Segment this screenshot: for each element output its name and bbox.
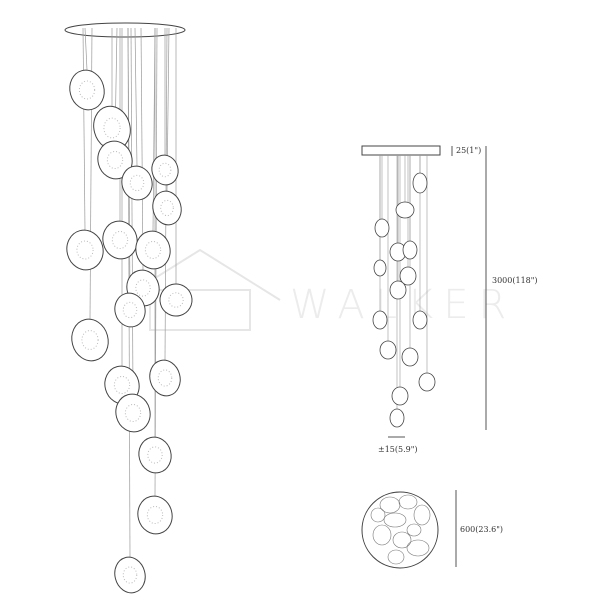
glass-pendant	[97, 140, 133, 180]
dimension-lines	[388, 146, 487, 567]
pendant-texture	[124, 403, 142, 423]
pendant-texture	[168, 292, 184, 308]
canopy-diameter-label: 600(23.6")	[460, 525, 504, 534]
pendant-texture	[113, 375, 131, 395]
pendant-texture	[144, 240, 162, 260]
pendant-texture	[111, 230, 129, 250]
pendant-texture	[76, 240, 94, 260]
glass-pendant	[71, 318, 109, 362]
pendant-outline	[387, 549, 405, 565]
total-height-label: 3000(118")	[492, 276, 538, 285]
glass-pendant	[395, 201, 415, 219]
glass-pendant	[135, 230, 171, 270]
pendant-outline	[372, 524, 392, 546]
pendant-outline	[392, 531, 412, 549]
pendant-texture	[160, 199, 174, 217]
glass-pendant	[121, 165, 153, 201]
glass-pendant	[389, 280, 407, 300]
suspension-wire	[130, 27, 134, 395]
glass-pendant	[418, 372, 436, 392]
canopy-outline	[361, 491, 439, 569]
suspension-wire	[82, 27, 86, 231]
glass-pendant	[412, 172, 428, 194]
elevation-view	[361, 145, 441, 428]
pendant-outline	[406, 539, 430, 557]
pendant-outline	[370, 507, 386, 523]
suspension-wire	[134, 27, 138, 167]
glass-pendant	[152, 190, 182, 226]
glass-pendant	[66, 229, 104, 271]
canopy	[361, 145, 441, 156]
glass-pendant	[159, 283, 193, 317]
pendant-texture	[158, 162, 172, 178]
glass-pendant	[114, 292, 146, 328]
glass-pendant	[138, 436, 172, 474]
perspective-view	[64, 22, 193, 594]
pendant-texture	[78, 80, 96, 100]
glass-pendant	[379, 340, 397, 360]
pendant-texture	[135, 279, 151, 297]
plan-view	[361, 491, 439, 569]
glass-pendant	[399, 266, 417, 286]
pendant-outline	[413, 504, 431, 526]
glass-pendant	[137, 495, 173, 535]
glass-pendant	[69, 69, 105, 111]
glass-pendant	[115, 393, 151, 433]
pendant-texture	[122, 301, 138, 319]
pendant-outline	[383, 512, 407, 528]
glass-pendant	[102, 220, 138, 260]
glass-pendant	[372, 310, 388, 330]
pendant-texture	[103, 117, 121, 139]
suspension-wire	[140, 27, 144, 271]
suspension-wire	[84, 27, 88, 71]
pendant-texture	[157, 369, 173, 387]
tolerance-label: ±15(5.9")	[378, 445, 418, 454]
glass-pendant	[391, 386, 409, 406]
pendant-outline	[398, 494, 418, 510]
canopy-height-label: 25(1")	[456, 146, 482, 155]
glass-pendant	[389, 408, 405, 428]
glass-pendant	[373, 259, 387, 277]
glass-pendant	[151, 154, 179, 186]
glass-pendant	[401, 347, 419, 367]
glass-pendant	[374, 218, 390, 238]
pendant-outline	[406, 523, 422, 537]
pendant-texture	[81, 330, 99, 350]
pendant-texture	[122, 566, 138, 584]
pendant-texture	[106, 150, 124, 170]
pendant-texture	[147, 446, 163, 464]
glass-pendant	[149, 359, 181, 397]
pendant-texture	[129, 174, 145, 192]
glass-pendant	[114, 556, 146, 594]
glass-pendant	[402, 240, 418, 260]
glass-pendant	[412, 310, 428, 330]
pendant-texture	[146, 505, 164, 525]
